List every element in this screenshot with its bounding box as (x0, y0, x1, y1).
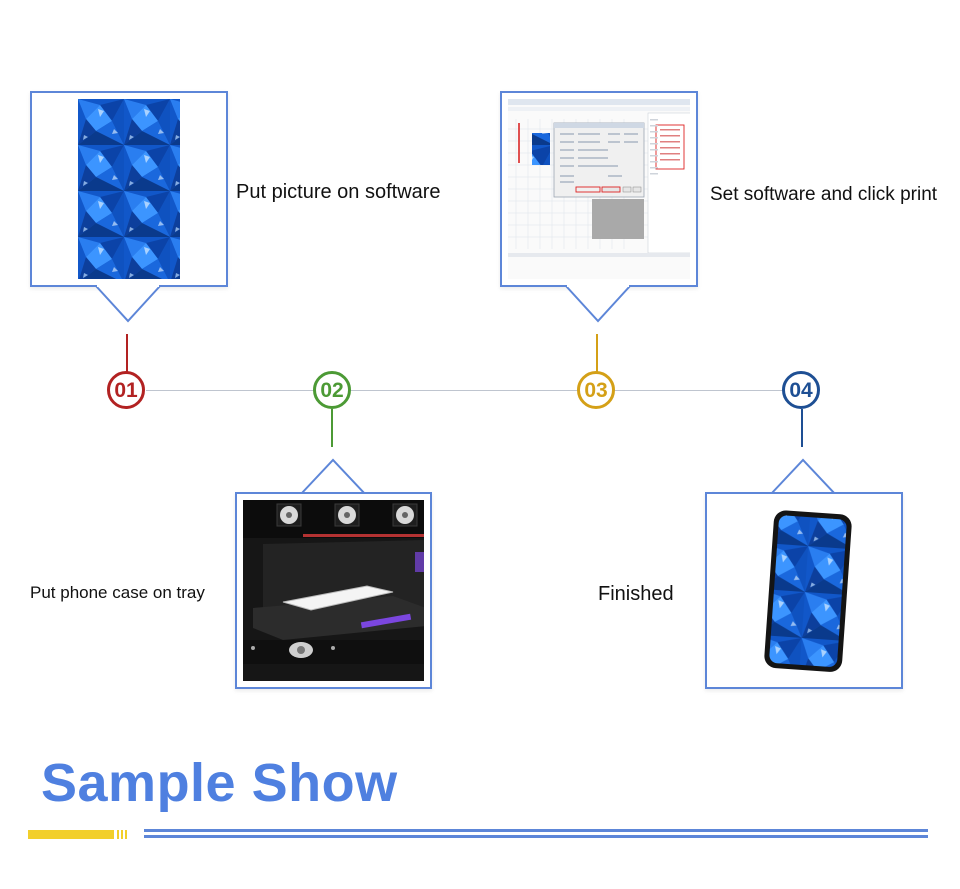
step-2-stem (331, 409, 333, 447)
step-2-pointer (299, 458, 367, 496)
step-3-pointer (564, 285, 632, 323)
crystal-picture (78, 99, 180, 279)
step-2-number: 02 (313, 371, 351, 409)
step-4-stem (801, 409, 803, 447)
step-3-number: 03 (577, 371, 615, 409)
printer-tray-photo (243, 500, 424, 681)
phone-case-photo (713, 500, 895, 681)
section-title: Sample Show (41, 753, 398, 813)
step-1-number: 01 (107, 371, 145, 409)
step-1-pointer (94, 285, 162, 323)
step-3-stem (596, 334, 598, 372)
title-underline (28, 829, 928, 839)
step-1-stem (126, 334, 128, 372)
step-3-frame (500, 91, 698, 287)
timeline-line (146, 390, 806, 391)
step-1-frame (30, 91, 228, 287)
step-2-frame (235, 492, 432, 689)
step-4-label: Finished (598, 583, 674, 605)
step-4-frame (705, 492, 903, 689)
step-4-number: 04 (782, 371, 820, 409)
step-1-label: Put picture on software (236, 181, 441, 203)
software-screenshot (508, 99, 690, 279)
step-3-label: Set software and click print (710, 184, 938, 205)
step-2-label: Put phone case on tray (30, 583, 205, 602)
step-4-pointer (769, 458, 837, 496)
